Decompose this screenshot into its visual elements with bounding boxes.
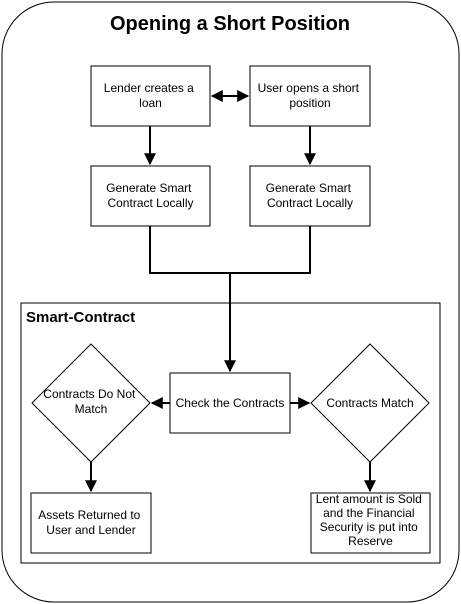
svg-text:Lent amount is Sold and: Lent amount is Sold and the Financial Se… (316, 492, 425, 548)
node-line: loan (139, 96, 162, 110)
node-line: Contract Locally (107, 196, 193, 210)
node-line: User and Lender (46, 523, 135, 537)
diagram-title: Opening a Short Position (110, 13, 350, 35)
svg-text:Contracts Do Not Match: Contracts Do Not Match (43, 387, 138, 416)
assets-returned-box: Assets Returned to User and Lender (30, 492, 152, 554)
svg-text:Contracts Match: Contracts Match (326, 396, 413, 410)
node-line: and the Financial (323, 506, 414, 520)
node-line: Security is put into (320, 520, 418, 534)
node-line: Contract Locally (267, 196, 353, 210)
check-contracts-box: Check the Contracts (169, 372, 291, 434)
svg-text:Generate Smart Contract: Generate Smart Contract Locally (266, 181, 355, 210)
smart-contract-group-label: Smart-Contract (26, 309, 135, 326)
svg-text:User opens a short posit: User opens a short position (258, 81, 363, 110)
svg-text:Generate Smart Contract: Generate Smart Contract Locally (106, 181, 195, 210)
svg-text:Assets Returned to User: Assets Returned to User and Lender (38, 508, 143, 537)
node-line: Reserve (348, 534, 393, 548)
generate-contract-right-box: Generate Smart Contract Locally (249, 165, 371, 227)
generate-contract-left-box: Generate Smart Contract Locally (90, 165, 211, 227)
svg-text:Check the Contracts: Check the Contracts (176, 396, 285, 410)
user-opens-short-box: User opens a short position (249, 65, 371, 127)
node-line: Match (75, 402, 108, 416)
contracts-match-diamond: Contracts Match (310, 343, 430, 463)
node-line: User opens a short (258, 81, 360, 95)
node-line: Check the Contracts (176, 396, 285, 410)
node-line: Lender creates a (104, 81, 194, 95)
node-line: Contracts Do Not (43, 387, 136, 401)
lent-amount-sold-box: Lent amount is Sold and the Financial Se… (310, 492, 431, 554)
lender-creates-loan-box: Lender creates a loan (90, 65, 211, 127)
node-line: Generate Smart (266, 181, 352, 195)
node-line: position (289, 96, 330, 110)
node-line: Assets Returned to (38, 508, 140, 522)
node-line: Contracts Match (326, 396, 413, 410)
node-line: Lent amount is Sold (316, 492, 422, 506)
svg-text:Lender creates a loan: Lender creates a loan (104, 81, 197, 110)
node-line: Generate Smart (106, 181, 192, 195)
